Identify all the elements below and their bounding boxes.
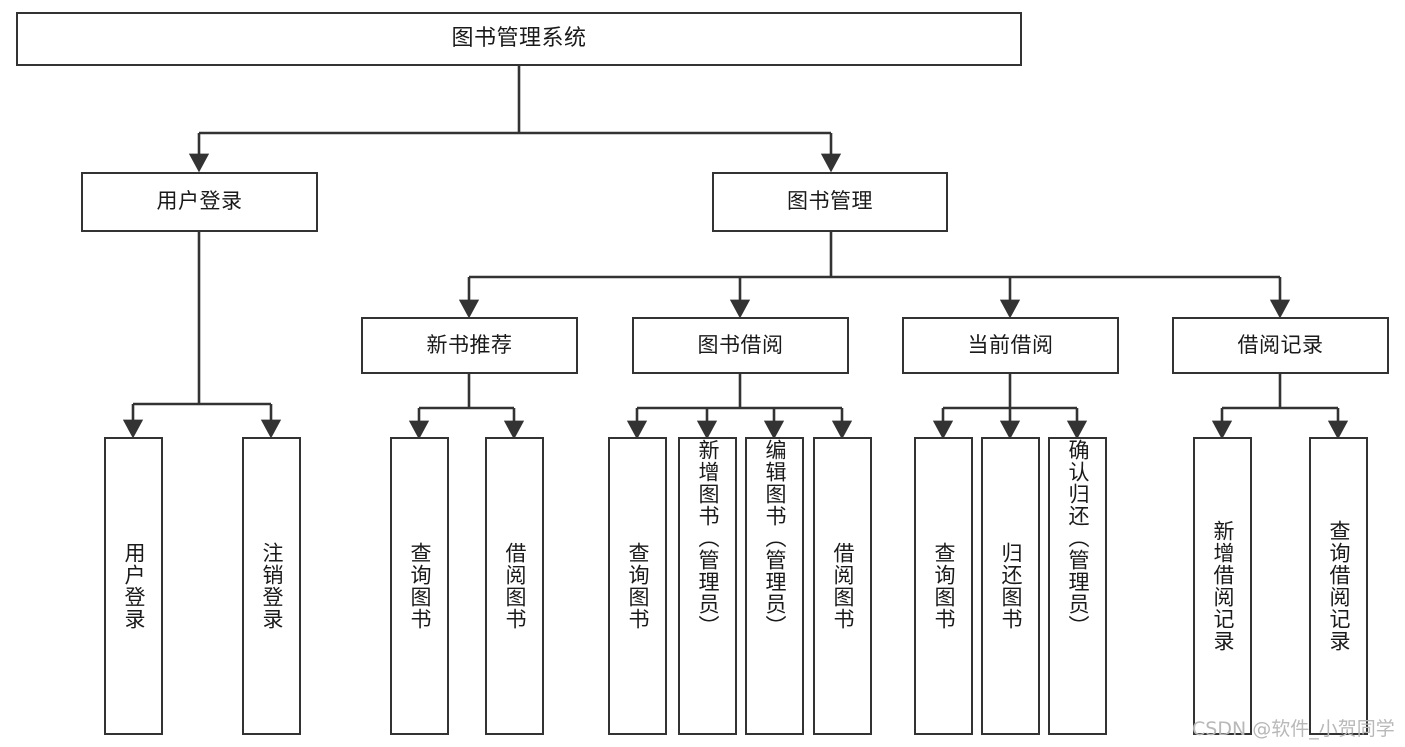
node-label: 用户登录 [156,189,243,214]
node-leaf-query-borrow-record[interactable]: 查询借阅记录 [1309,437,1368,735]
node-leaf-borrow-book[interactable]: 借阅图书 [813,437,872,735]
node-leaf-logout-login[interactable]: 注销登录 [242,437,301,735]
node-borrow-record[interactable]: 借阅记录 [1172,317,1389,374]
node-leaf-edit-book[interactable]: 编辑图书（管理员） [745,437,804,735]
node-leaf-add-book[interactable]: 新增图书（管理员） [678,437,737,735]
node-label: 图书借阅 [697,332,784,357]
node-label: 图书管理 [787,189,873,214]
node-current-borrow[interactable]: 当前借阅 [902,317,1119,374]
node-user-login[interactable]: 用户登录 [81,172,318,232]
node-leaf-query-book-recommend[interactable]: 查询图书 [390,437,449,735]
node-label: 新增借阅记录 [1210,520,1235,652]
node-label: 用户登录 [121,542,146,630]
node-label: 新书推荐 [426,332,513,357]
node-leaf-borrow-book-recommend[interactable]: 借阅图书 [485,437,544,735]
node-label: 借阅图书 [830,542,855,630]
node-label: 借阅记录 [1237,332,1324,357]
node-book-management[interactable]: 图书管理 [712,172,948,232]
node-book-borrow[interactable]: 图书借阅 [632,317,849,374]
node-label: 查询借阅记录 [1326,520,1351,652]
node-new-book-recommend[interactable]: 新书推荐 [361,317,578,374]
node-label: 图书管理系统 [451,26,587,52]
node-label: 归还图书 [998,542,1023,630]
node-label: 查询图书 [407,542,432,630]
node-label: 查询图书 [625,542,650,630]
node-leaf-user-login[interactable]: 用户登录 [104,437,163,735]
node-label: 借阅图书 [502,542,527,630]
node-leaf-return-book[interactable]: 归还图书 [981,437,1040,735]
node-leaf-query-book-borrow[interactable]: 查询图书 [608,437,667,735]
watermark-text: CSDN @软件_小贺同学 [1192,718,1395,740]
node-label: 编辑图书（管理员） [762,439,787,637]
node-leaf-confirm-return[interactable]: 确认归还（管理员） [1048,437,1107,735]
node-label: 查询图书 [931,542,956,630]
node-label: 新增图书（管理员） [695,439,720,637]
node-label: 确认归还（管理员） [1065,439,1090,637]
node-label: 当前借阅 [967,332,1054,357]
node-leaf-add-borrow-record[interactable]: 新增借阅记录 [1193,437,1252,735]
node-leaf-query-book-current[interactable]: 查询图书 [914,437,973,735]
node-root-book-management-system[interactable]: 图书管理系统 [16,12,1022,66]
node-label: 注销登录 [259,542,284,630]
